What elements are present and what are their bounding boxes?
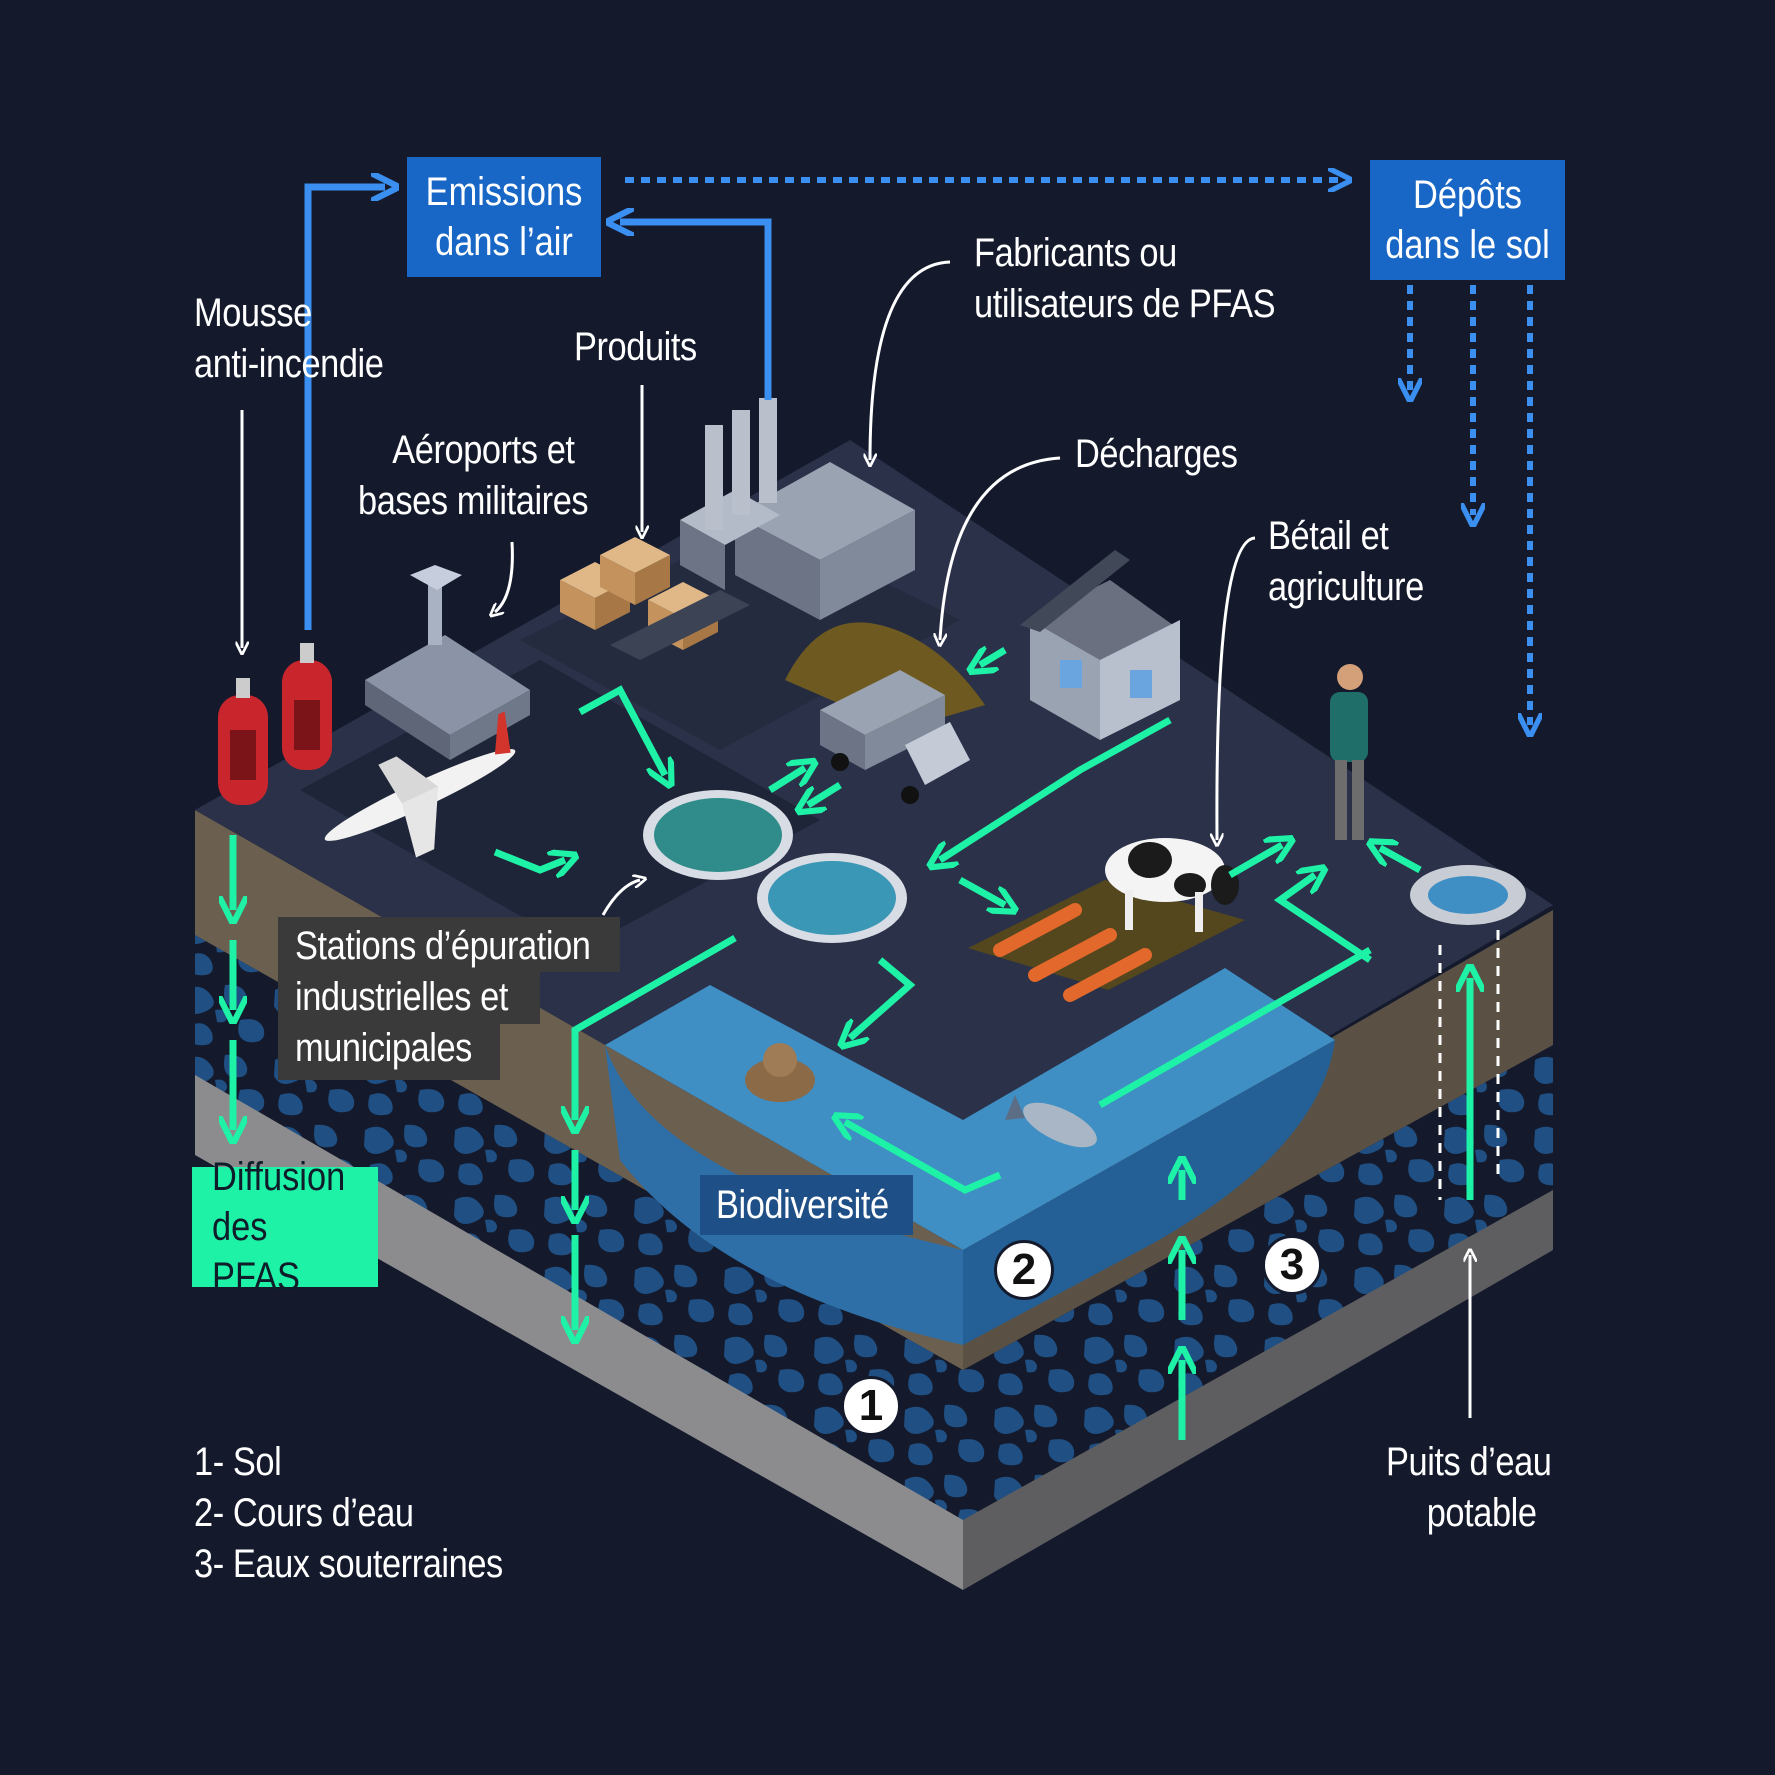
layer-groundwater <box>195 935 1553 1520</box>
air-emission-arrows <box>304 187 772 630</box>
stations-label-bg-2 <box>278 972 540 1024</box>
landfills-label: Décharges <box>1075 432 1238 476</box>
soil-deposits-line2: dans le sol <box>1385 223 1550 267</box>
airports-label: Aéroports et bases militaires <box>358 428 589 523</box>
truck-icon <box>820 670 970 804</box>
airplane-icon <box>324 711 516 858</box>
fire-foam-label: Mousse anti-incendie <box>194 291 384 386</box>
airport-terminal-icon <box>365 565 530 760</box>
pfas-diffusion-box: Diffusion des PFAS <box>192 1155 378 1299</box>
house-icon <box>1020 550 1180 740</box>
legend-item-groundwater: 3- Eaux souterraines <box>194 1542 503 1586</box>
drinking-well-label: Puits d’eau potable <box>1386 1440 1552 1535</box>
legend: 1- Sol 2- Cours d’eau 3- Eaux souterrain… <box>194 1437 503 1590</box>
factory-icon <box>680 398 915 620</box>
pfas-diffusion-line2: des PFAS <box>212 1205 300 1299</box>
stations-label-bg-3 <box>278 1024 500 1080</box>
soil-deposits-box: Dépôts dans le sol <box>1370 160 1565 280</box>
otter-icon <box>745 1043 815 1102</box>
biodiversity-label-bg <box>700 1175 913 1235</box>
person-icon <box>1330 664 1368 840</box>
label-pointers <box>242 260 1500 1418</box>
livestock-label: Bétail et agriculture <box>1268 514 1424 609</box>
air-emissions-line2: dans l’air <box>435 220 573 264</box>
product-boxes-icon <box>560 537 750 660</box>
soil-deposits-line1: Dépôts <box>1412 173 1523 217</box>
biodiversity-label: Biodiversité <box>716 1183 889 1227</box>
treatment-basins-icon <box>643 790 907 943</box>
stations-label-bg-1 <box>278 917 620 972</box>
river <box>605 968 1335 1345</box>
fire-extinguisher-icon <box>218 643 332 805</box>
well-icon <box>1410 865 1526 925</box>
air-emissions-line1: Emissions <box>425 170 583 214</box>
pfas-makers-label: Fabricants ou utilisateurs de PFAS <box>974 231 1276 326</box>
legend-item-watercourse: 2- Cours d’eau <box>194 1491 414 1535</box>
carrot-field-icon <box>968 880 1245 1002</box>
treatment-stations-label: Stations d’épuration industrielles et mu… <box>295 924 591 1070</box>
marker-soil: 1 <box>841 1376 901 1436</box>
air-emissions-box: Emissions dans l’air <box>407 157 601 277</box>
fish-icon <box>1005 1095 1097 1148</box>
diffusion-arrows <box>233 650 1470 1440</box>
deposit-arrows <box>625 180 1530 725</box>
marker-groundwater: 3 <box>1262 1235 1322 1295</box>
products-label: Produits <box>574 325 697 369</box>
marker-watercourse: 2 <box>994 1240 1054 1300</box>
legend-item-soil: 1- Sol <box>194 1440 282 1484</box>
pfas-diffusion-line1: Diffusion <box>212 1155 346 1199</box>
